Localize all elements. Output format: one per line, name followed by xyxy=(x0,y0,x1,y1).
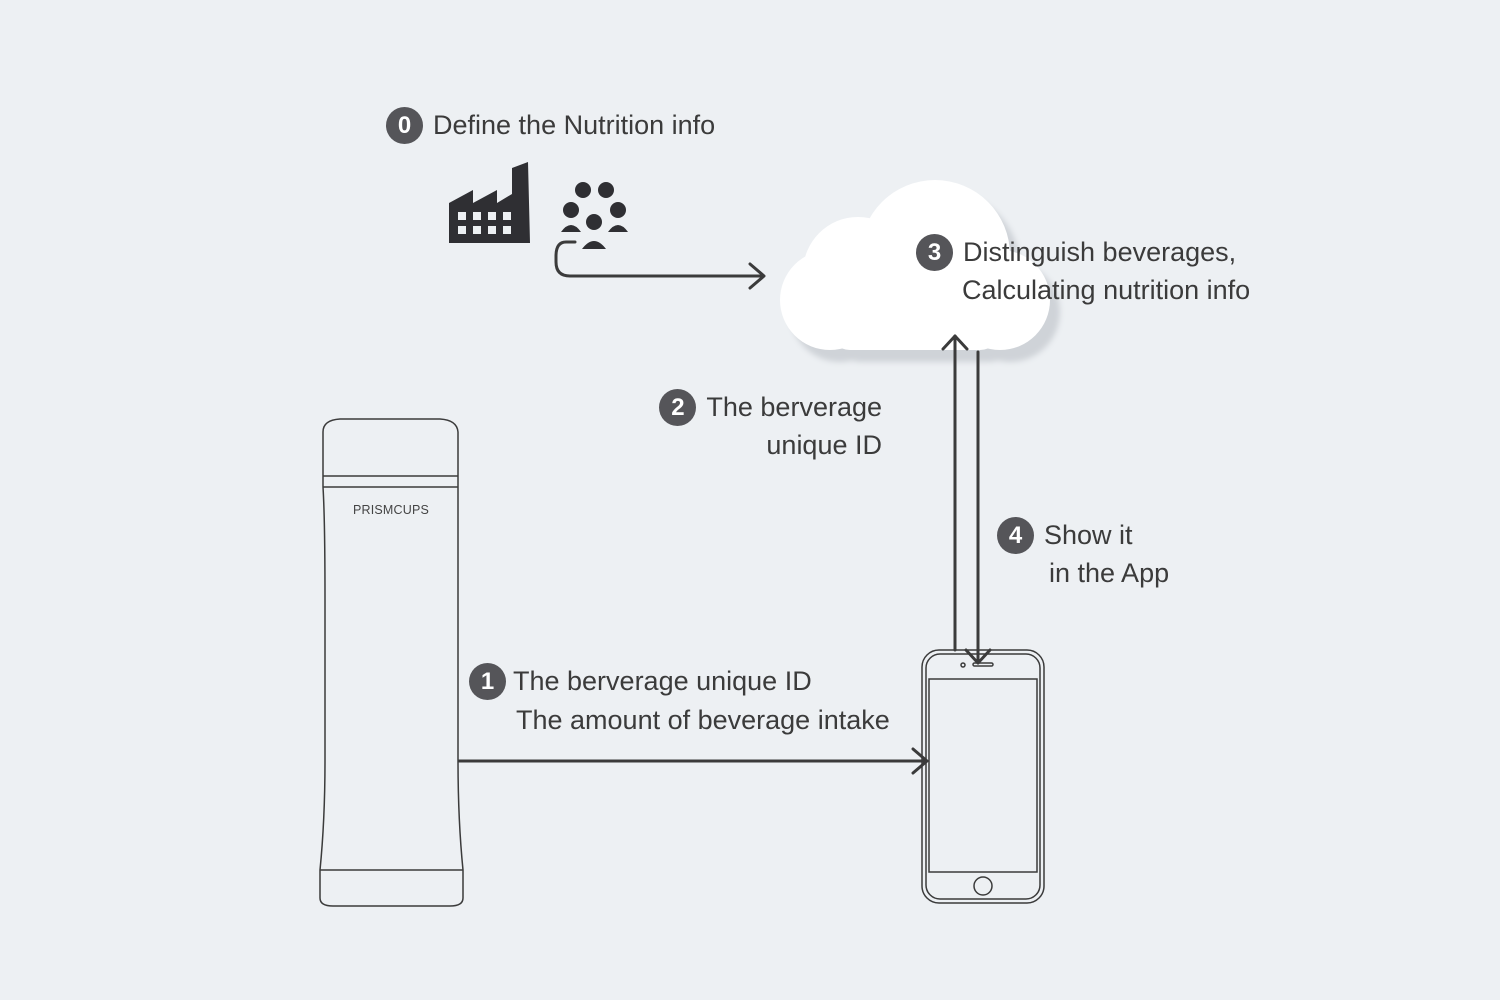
step-3-line2: Calculating nutrition info xyxy=(962,275,1251,305)
cloud-icon xyxy=(780,180,1050,350)
bottle-brand-label: PRISMCUPS xyxy=(352,503,430,517)
step-2-line2: unique ID xyxy=(766,430,882,460)
step-0-text: Define the Nutrition info xyxy=(433,110,716,140)
step-4-label: 4 Show it in the App xyxy=(997,516,1169,592)
step-3-label: 3 Distinguish beverages, Calculating nut… xyxy=(916,233,1250,309)
step-3-badge: 3 xyxy=(916,233,953,271)
bottle-icon xyxy=(319,418,464,907)
people-group-icon xyxy=(561,182,628,249)
step-4-line2: in the App xyxy=(1049,558,1170,588)
step-2-badge: 2 xyxy=(659,388,697,426)
step-1-line2: The amount of beverage intake xyxy=(516,705,890,735)
step-2-line1: The berverage xyxy=(706,392,882,422)
step-0-label: 0 Define the Nutrition info xyxy=(386,106,715,144)
step-4-line1: Show it xyxy=(1044,520,1133,550)
define-to-cloud-arrow xyxy=(554,240,766,290)
phone-to-cloud-arrow xyxy=(941,334,969,652)
factory-icon xyxy=(449,162,530,243)
step-4-badge: 4 xyxy=(997,516,1034,554)
step-1-line1: The berverage unique ID xyxy=(513,666,812,696)
step-0-badge: 0 xyxy=(386,106,423,144)
step-1-label: 1 The berverage unique ID The amount of … xyxy=(469,662,890,739)
bottle-to-phone-arrow xyxy=(457,747,929,775)
step-2-label: 2 The berverage unique ID xyxy=(655,388,882,464)
cloud-to-phone-arrow xyxy=(964,350,992,665)
smartphone-icon xyxy=(921,649,1045,904)
step-3-line1: Distinguish beverages, xyxy=(963,237,1237,267)
step-1-badge: 1 xyxy=(469,662,506,700)
